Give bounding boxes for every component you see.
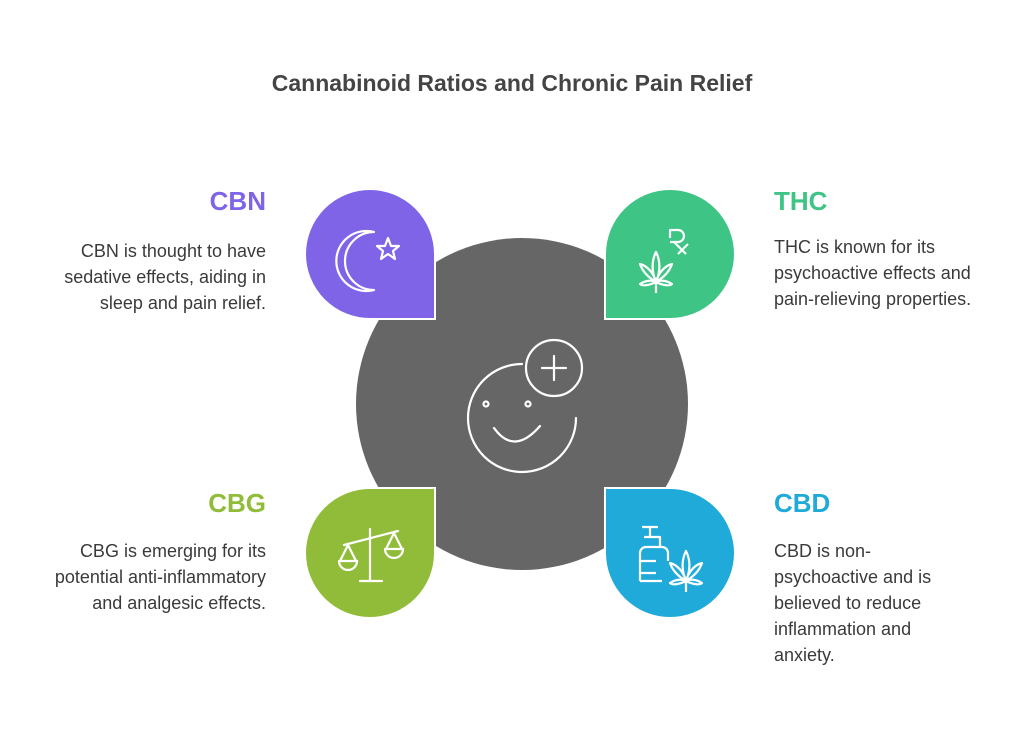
cbn-heading: CBN: [209, 186, 266, 216]
cbn-petal: [304, 188, 436, 320]
thc-heading: THC: [774, 186, 828, 216]
cbd-heading: CBD: [774, 488, 831, 518]
cannabis-rx-icon: [638, 228, 689, 293]
lotion-cannabis-icon: [638, 525, 704, 592]
thc-petal: [604, 188, 736, 320]
cbg-heading: CBG: [208, 488, 266, 518]
page-title: Cannabinoid Ratios and Chronic Pain Reli…: [271, 70, 753, 96]
moon-star-icon: [335, 229, 401, 293]
scales-icon: [337, 527, 405, 583]
cbn-description: CBN is thought to have sedative effects,…: [64, 241, 266, 313]
cbg-petal: [304, 487, 436, 619]
thc-description: THC is known for its psychoactive effect…: [774, 237, 972, 309]
cbg-description: CBG is emerging for its potential anti-i…: [54, 541, 266, 613]
smiley-plus-icon: [466, 338, 584, 474]
cbd-petal: [604, 487, 736, 619]
cbd-description: CBD is non-psychoactive and is believed …: [774, 541, 932, 665]
